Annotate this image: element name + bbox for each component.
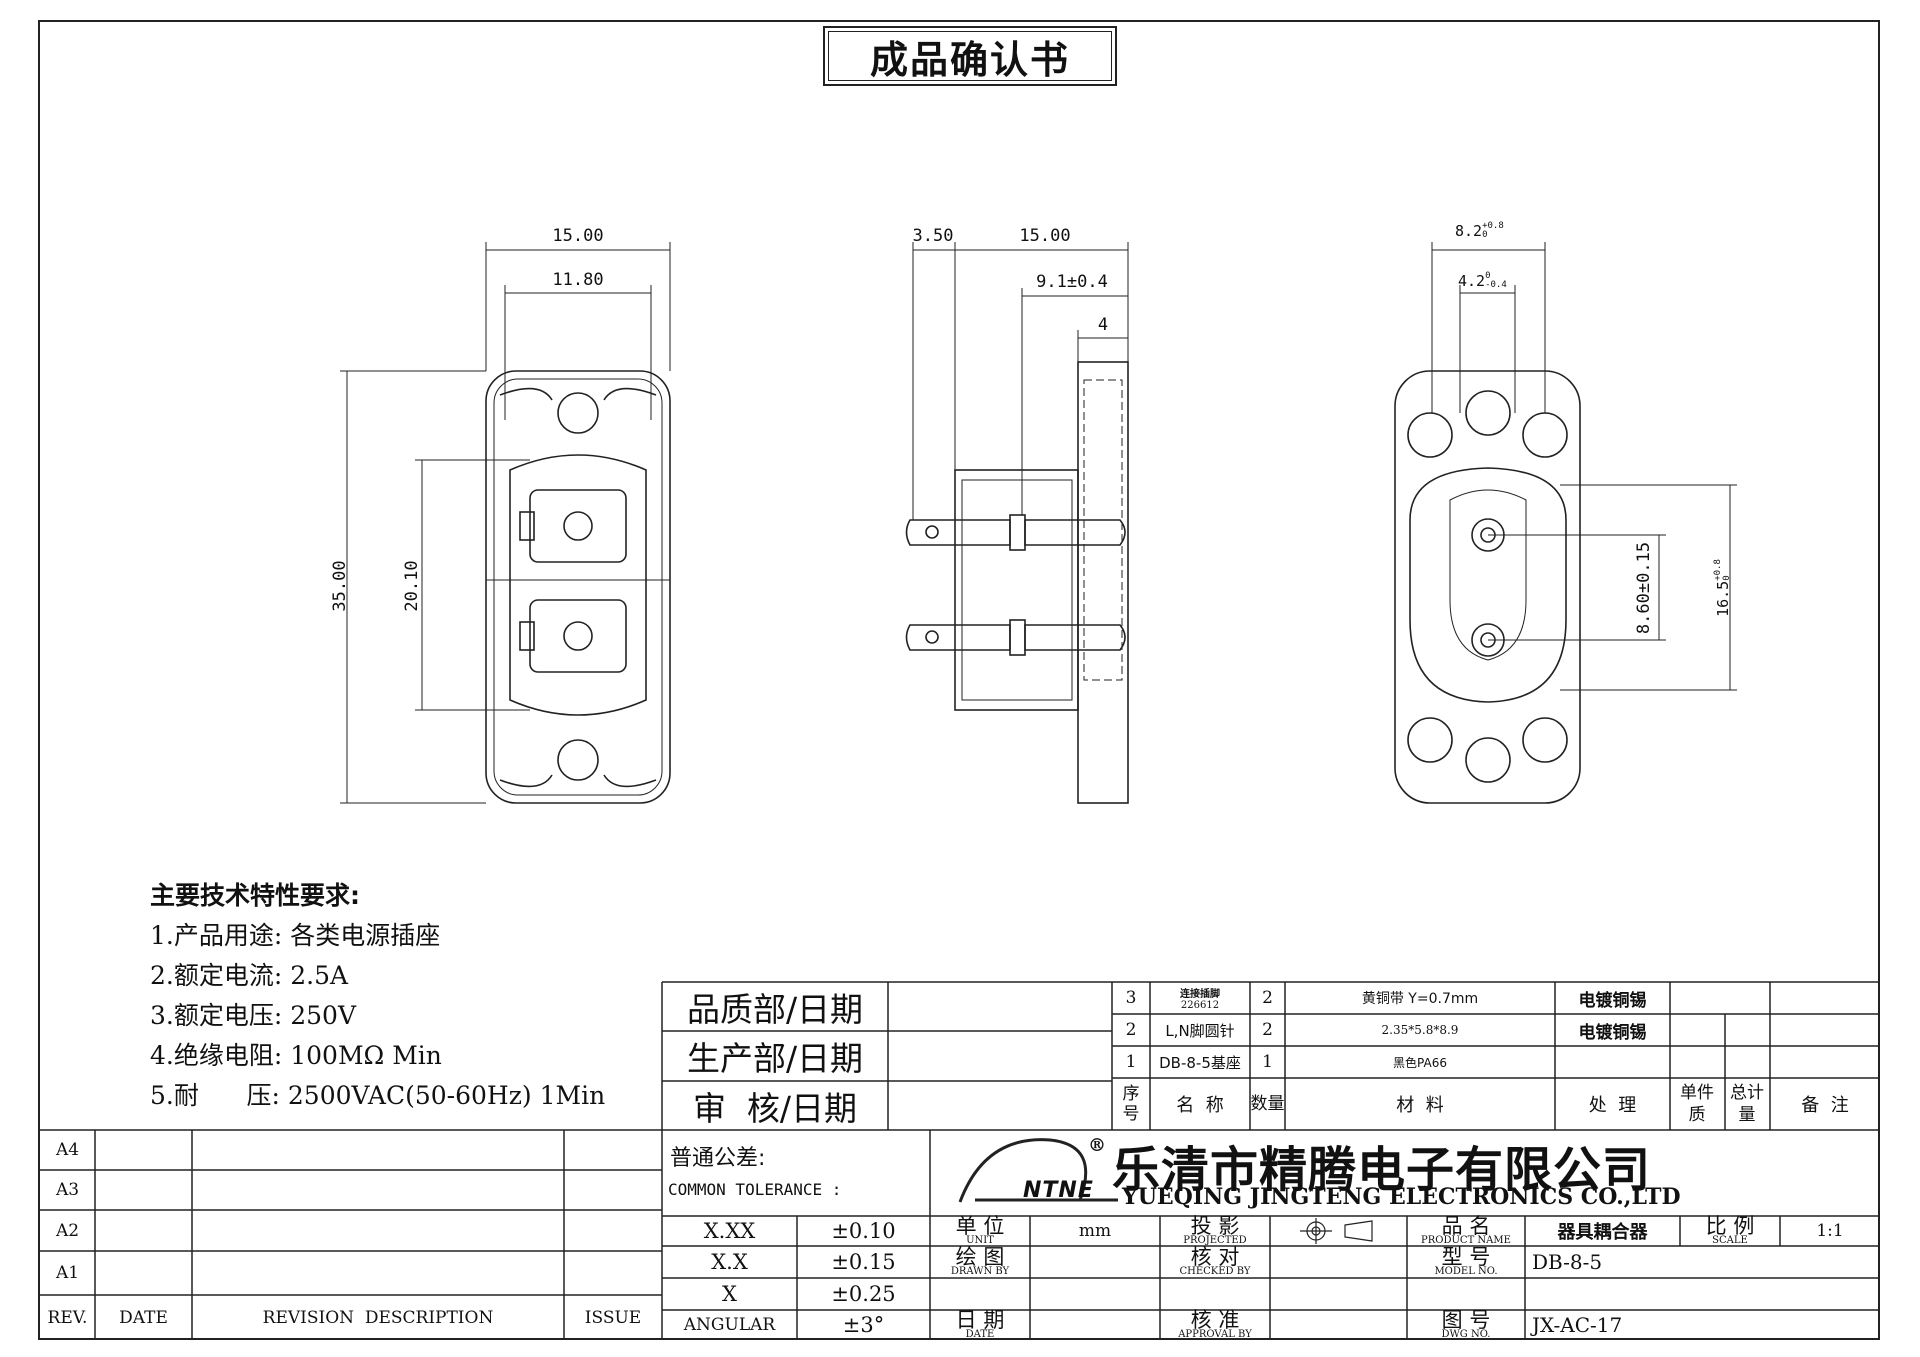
drawing-no-label: 图 号 DWG NO. (1441, 1308, 1491, 1340)
dim-front-inner-height: 20.10 (402, 560, 422, 612)
dim-side-depth: 15.00 (1019, 226, 1071, 246)
dim-side-flange: 3.50 (912, 226, 954, 246)
scale-value: 1:1 (1816, 1221, 1844, 1241)
bom-no: 1 (1125, 1052, 1137, 1072)
tolerance-key: X.XX (703, 1219, 756, 1243)
drawn-by-label: 绘 图 DRAWN BY (950, 1245, 1010, 1277)
bom-treatment: 电镀铜锡 (1578, 1022, 1647, 1043)
company-logo-mark (958, 1138, 1118, 1203)
bom-name: 连接插脚 226612 (1180, 989, 1220, 1011)
title-box: 成品确认书 (823, 26, 1117, 86)
approval-review: 审 核/日期 (692, 1088, 858, 1128)
bom-material: 黄铜带 Y=0.7mm (1361, 991, 1479, 1007)
bom-header-remark: 备 注 (1801, 1095, 1849, 1116)
company-name-en: YUEQING JINGTENG ELECTRONICS CO.,LTD (1122, 1184, 1681, 1210)
bom-treatment: 电镀铜锡 (1578, 990, 1647, 1011)
company-logo: NTNE (1023, 1178, 1094, 1203)
unit-value: mm (1078, 1221, 1112, 1241)
bom-material: 黑色PA66 (1393, 1055, 1447, 1070)
revision-row-label: A3 (55, 1180, 80, 1200)
bom-qty: 2 (1262, 1020, 1273, 1040)
front-view (340, 242, 671, 804)
projected-label: 投 影 PROJECTED (1183, 1214, 1247, 1246)
revision-row-label: A2 (55, 1220, 80, 1241)
side-view (905, 242, 1129, 804)
requirement-item: 2.额定电流: 2.5A (150, 961, 349, 990)
scale-label: 比 例 SCALE (1705, 1214, 1755, 1246)
bom-no: 2 (1125, 1020, 1137, 1040)
tolerance-key: X.X (711, 1250, 748, 1274)
bom-qty: 1 (1262, 1052, 1273, 1072)
revision-header-description: REVISION DESCRIPTION (262, 1307, 494, 1328)
bom-name: DB-8-5基座 (1159, 1053, 1241, 1072)
dim-side-plate: 4 (1097, 315, 1109, 335)
bom-header-total-mass: 总计量 (1730, 1083, 1764, 1125)
approval-production: 生产部/日期 (686, 1039, 864, 1078)
requirement-item: 5.耐 压: 2500VAC(50-60Hz) 1Min (150, 1081, 606, 1110)
dim-front-total-height: 35.00 (330, 560, 350, 612)
dim-back-pin-pitch: 8.60±0.15 (1634, 541, 1654, 635)
checked-by-label: 核 对 CHECKED BY (1179, 1245, 1251, 1277)
dim-front-outer-width: 15.00 (552, 226, 604, 246)
bom-treatment (1555, 1046, 1670, 1078)
revision-header-date: DATE (119, 1307, 168, 1328)
tolerance-value: ±0.25 (831, 1282, 896, 1306)
unit-label: 单 位 UNIT (955, 1214, 1005, 1246)
table-grid (40, 981, 1880, 1340)
projection-symbol (1300, 1218, 1373, 1244)
product-name-value: 器具耦合器 (1557, 1222, 1648, 1243)
bom-header-unit-mass: 单件质 (1680, 1083, 1714, 1125)
dim-side-pin: 9.1±0.4 (1036, 272, 1108, 292)
requirement-item: 3.额定电压: 250V (150, 1001, 356, 1030)
bom-qty: 2 (1262, 988, 1273, 1008)
bom-header-qty: 数量 (1250, 1094, 1285, 1114)
tolerance-value: ±3° (842, 1313, 885, 1337)
tolerance-title-en: COMMON TOLERANCE : (668, 1180, 842, 1199)
drawing-no-value: JX-AC-17 (1532, 1313, 1623, 1337)
bom-header-no: 序号 (1122, 1084, 1140, 1124)
tolerance-key: X (722, 1282, 737, 1306)
bom-material: 2.35*5.8*8.9 (1381, 1023, 1459, 1037)
drawing-frame (38, 20, 1880, 1340)
tolerance-title: 普通公差: (670, 1146, 766, 1171)
tolerance-value: ±0.15 (831, 1250, 896, 1274)
requirement-item: 4.绝缘电阻: 100MΩ Min (150, 1041, 442, 1070)
bom-header-name: 名 称 (1176, 1095, 1224, 1116)
approval-quality: 品质部/日期 (686, 989, 864, 1029)
model-no-value: DB-8-5 (1532, 1250, 1603, 1274)
requirement-item: 1.产品用途: 各类电源插座 (150, 921, 441, 950)
revision-row-label: A1 (55, 1263, 80, 1283)
registered-mark: ® (1088, 1135, 1106, 1156)
revision-row-label: A4 (55, 1140, 80, 1160)
bom-header-material: 材 料 (1396, 1095, 1444, 1116)
tolerance-key: ANGULAR (683, 1315, 776, 1335)
product-name-label: 品 名 PRODUCT NAME (1421, 1214, 1511, 1246)
date-label: 日 期 DATE (955, 1308, 1005, 1340)
revision-header-issue: ISSUE (584, 1307, 642, 1328)
bom-no: 3 (1125, 988, 1137, 1008)
back-view (1394, 242, 1737, 804)
dim-front-inner-width: 11.80 (552, 270, 604, 290)
model-no-label: 型 号 MODEL NO. (1434, 1245, 1498, 1277)
company-name: 乐清市精腾电子有限公司 (1112, 1142, 1652, 1198)
revision-header-rev: REV. (47, 1307, 88, 1328)
tolerance-value: ±0.10 (831, 1219, 896, 1243)
bom-name: L,N脚圆针 (1165, 1021, 1235, 1040)
requirements-heading: 主要技术特性要求: (150, 881, 360, 910)
bom-header-treatment: 处 理 (1588, 1095, 1637, 1116)
approval-by-label: 核 准 APPROVAL BY (1178, 1308, 1252, 1340)
